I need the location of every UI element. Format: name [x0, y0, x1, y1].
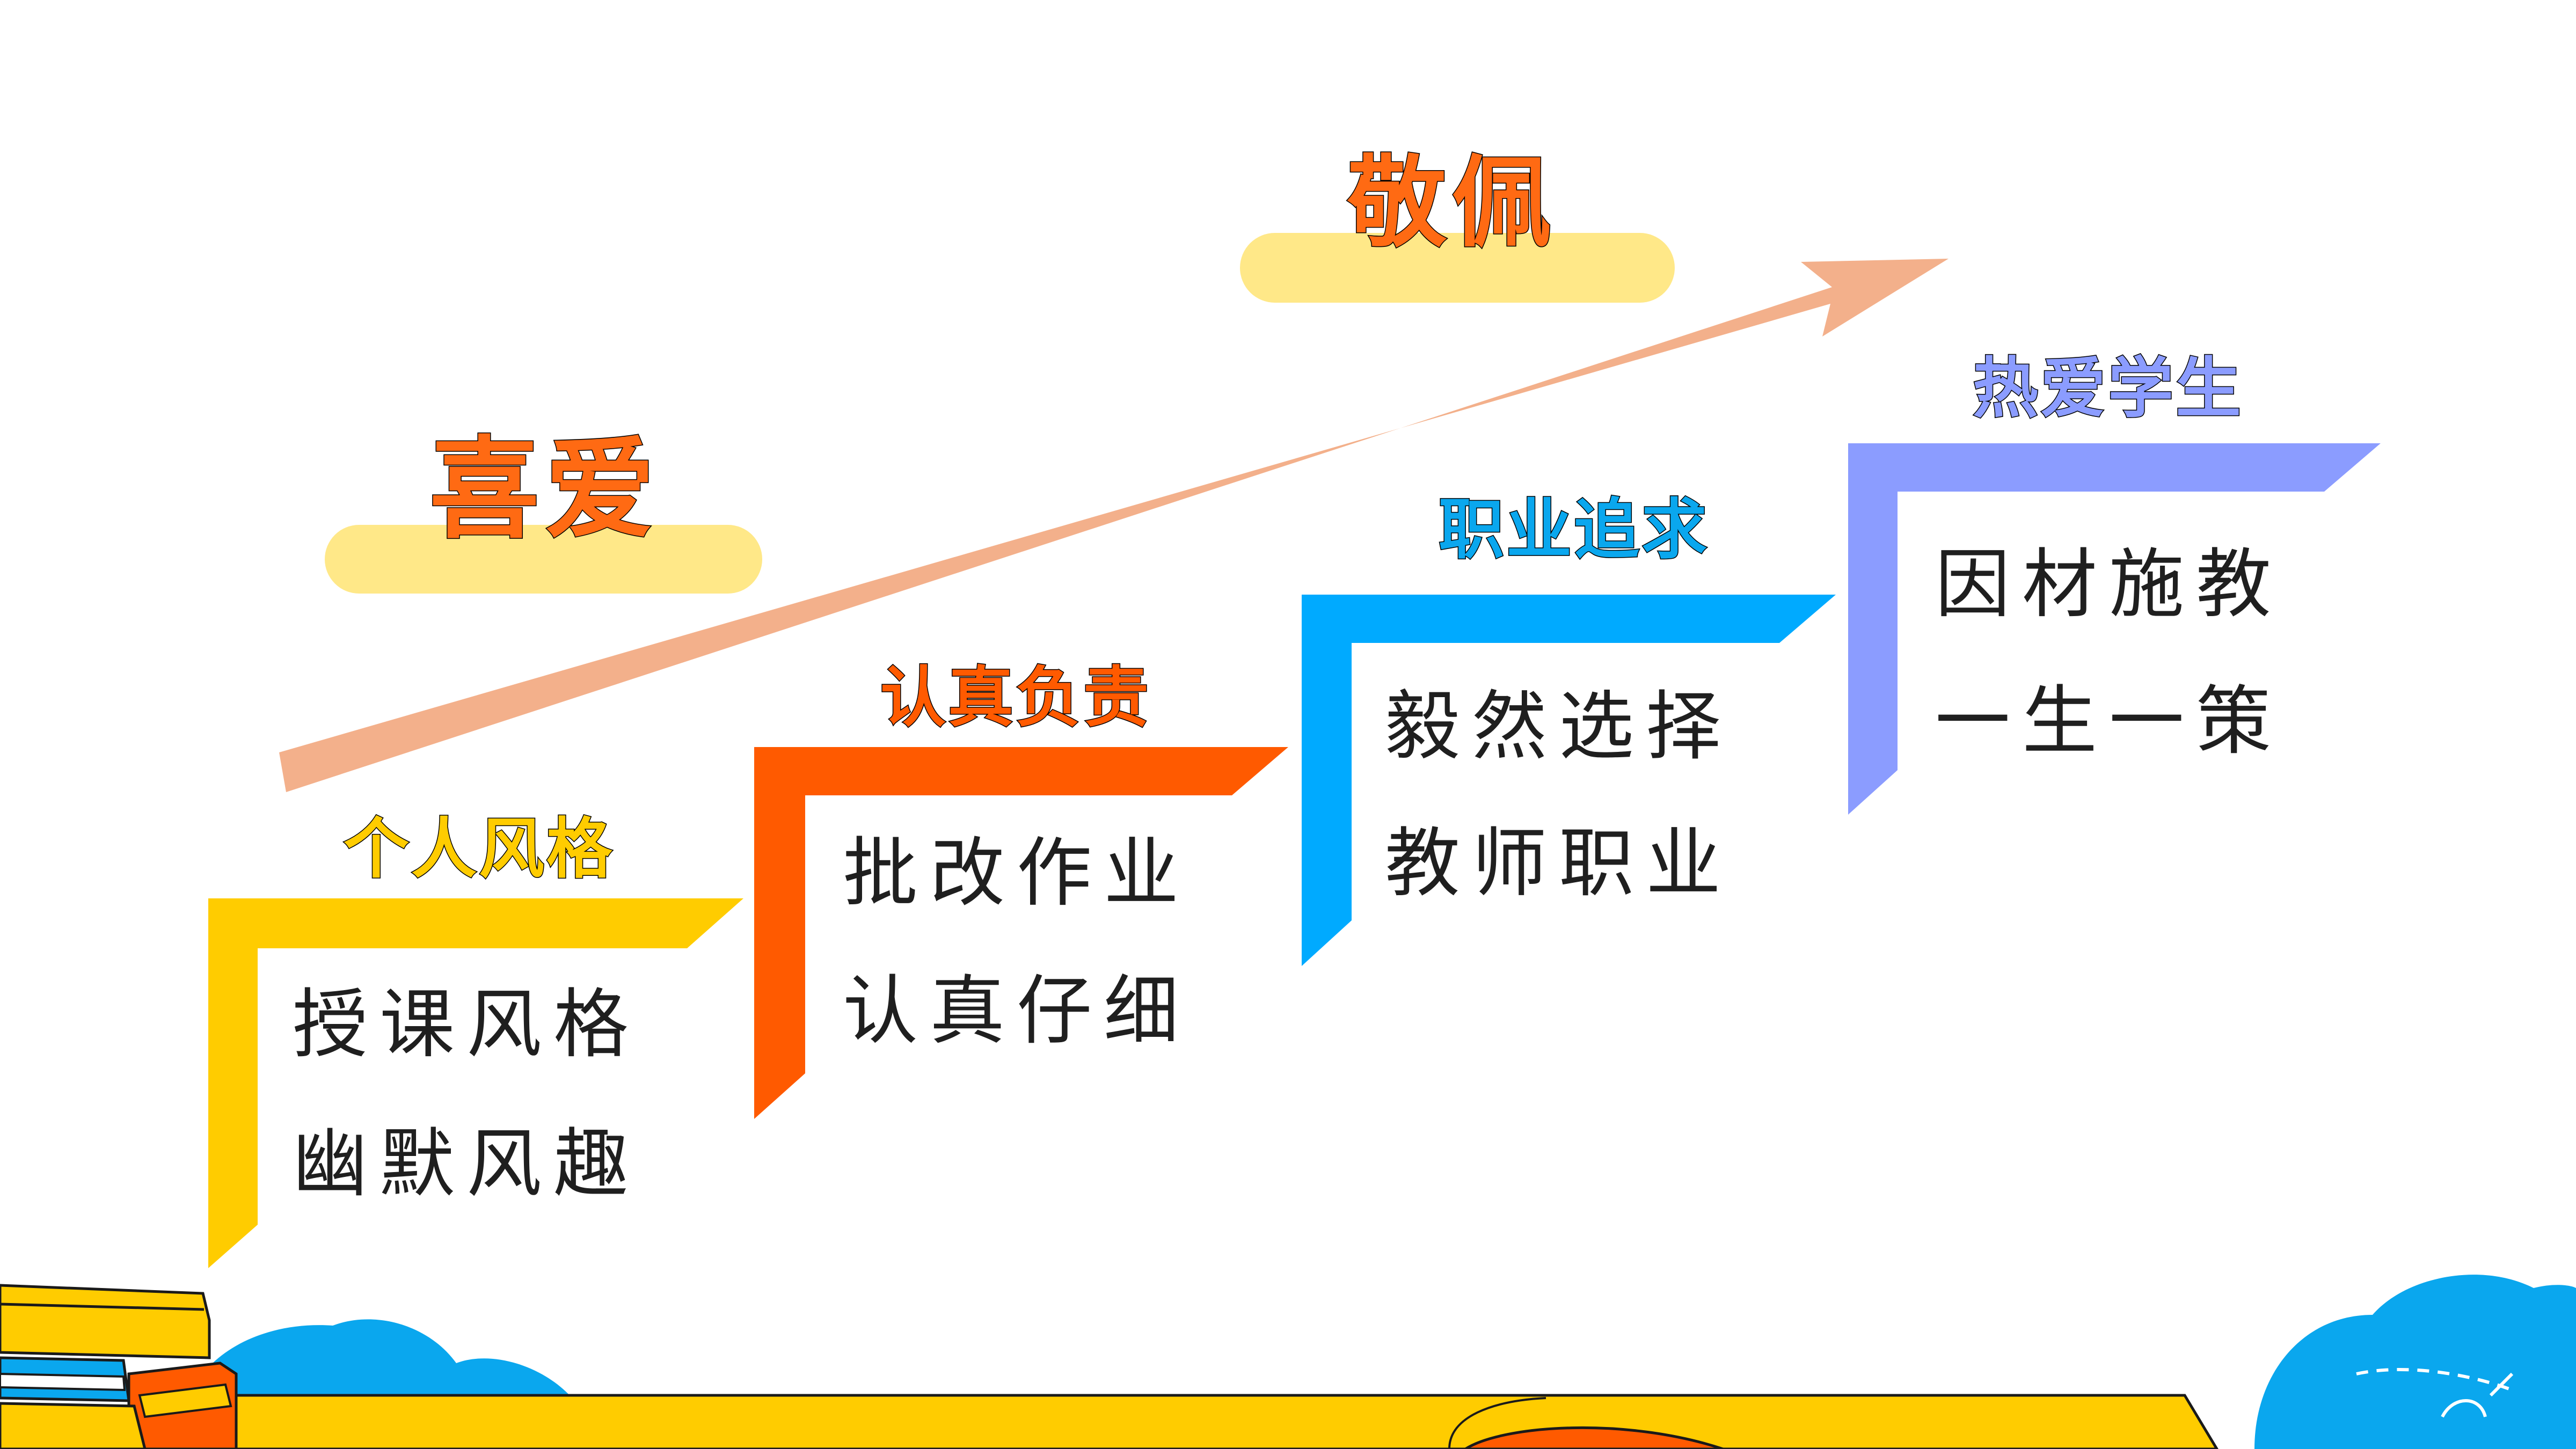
step-1-line-1: 授课风格: [293, 981, 641, 1069]
heading-pill-like: [325, 525, 762, 594]
step-2-title: 认真负责: [880, 658, 1151, 736]
step-4-title: 热爱学生: [1972, 349, 2243, 427]
step-1-title: 个人风格: [343, 810, 614, 887]
step-4-line-1: 因材施教: [1935, 541, 2283, 628]
step-2-line-1: 批改作业: [843, 830, 1191, 917]
step-1-line-2: 幽默风趣: [293, 1121, 641, 1208]
heading-like: 喜爱: [429, 425, 660, 554]
step-bracket-1: [208, 898, 743, 1268]
cloud-icon: [2254, 1275, 2576, 1449]
step-4-line-2: 一生一策: [1935, 678, 2283, 765]
book-stack-icon: [0, 1284, 238, 1449]
step-3-line-2: 教师职业: [1385, 820, 1733, 908]
step-bracket-4: [1848, 443, 2381, 815]
orange-dome: [1463, 1426, 1724, 1449]
heading-admire: 敬佩: [1347, 144, 1557, 261]
step-bracket-3: [1302, 595, 1836, 966]
heading-pill-admire: [1240, 233, 1675, 303]
ground-band: [159, 1394, 2219, 1449]
step-3-title: 职业追求: [1438, 491, 1709, 568]
step-3-line-1: 毅然选择: [1385, 683, 1733, 771]
step-2-line-2: 认真仔细: [843, 968, 1191, 1055]
step-bracket-2: [754, 747, 1288, 1119]
